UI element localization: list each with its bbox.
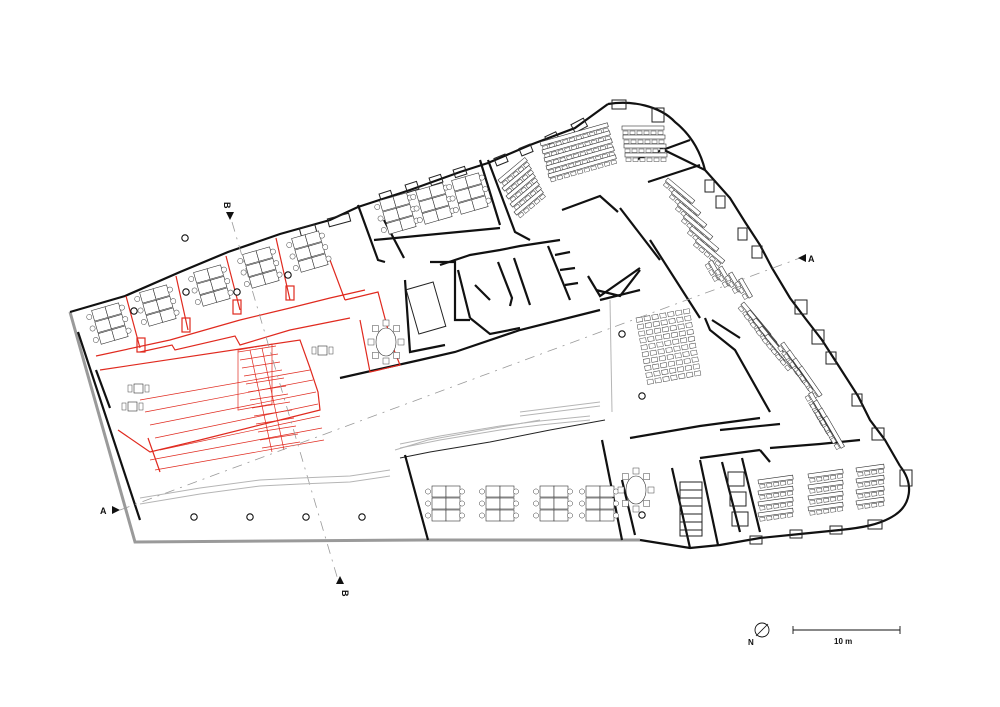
stairs [405,281,749,537]
seat-row [757,474,794,489]
lounge-table [127,383,150,394]
section-marker-a-right: A [798,254,815,264]
lounge-table [311,345,334,356]
meeting-table [367,319,405,365]
seat-row [686,225,720,255]
column [182,288,190,296]
chair-grid [635,308,702,385]
seat-row [734,277,753,300]
seat-row [497,157,530,187]
seat-row [757,496,794,511]
section-label-a-left: A [100,506,107,516]
seat-row [623,143,667,153]
lounge-table [121,401,144,412]
seat-row [624,152,668,162]
seat-row [855,496,885,510]
seat-row [621,125,665,135]
seat-row [807,468,844,483]
seat-row [543,138,613,167]
section-marker-a-left: A [100,506,120,516]
seat-row [807,490,844,505]
section-lines [119,221,801,581]
scale-bar-label: 10 m [834,637,852,646]
column [181,234,189,242]
column [638,392,646,400]
seat-row [807,501,844,516]
desk-cluster [237,246,283,289]
column [302,513,310,521]
desk-cluster [286,230,332,273]
seat-row [513,189,546,219]
desk-cluster [446,172,492,215]
seat-row [819,415,845,451]
desk-cluster [410,182,456,225]
seat-row [855,463,885,477]
column [190,513,198,521]
south-facade-elements [139,401,601,505]
column [358,513,366,521]
column [284,271,292,279]
structural-columns [130,234,646,521]
seat-row [622,134,666,144]
seat-row [547,154,617,183]
north-arrow: N [748,622,770,647]
section-label-a-right: A [808,254,815,264]
seat-row [704,259,723,282]
seat-row [855,474,885,488]
desk-cluster [86,302,132,345]
seat-row [757,485,794,500]
meeting-table [617,467,655,513]
section-label-b-bottom: B [340,590,350,597]
desk-cluster [188,264,234,307]
seat-row [855,485,885,499]
column [246,513,254,521]
scale-bar: 10 m [792,626,901,646]
desk-cluster [374,192,420,235]
section-marker-b-top: B [222,202,234,220]
desk-cluster [479,485,519,522]
building-outline [68,99,913,550]
desk-cluster [533,485,573,522]
seat-row [807,479,844,494]
seat-row [501,165,534,195]
section-marker-b-bottom: B [336,576,350,597]
furniture-layer [86,122,885,522]
seat-row [545,146,615,175]
red-seating-block [237,343,301,453]
section-label-b-top: B [222,202,232,209]
desk-cluster [134,284,180,327]
desk-cluster [579,485,619,522]
seat-row [509,181,542,211]
column [638,511,646,519]
interior-walls [76,138,861,549]
new-office-partitions [95,237,401,473]
column [618,330,626,338]
desk-cluster [425,485,465,522]
north-label: N [748,638,754,647]
seat-row [795,365,823,400]
column [130,307,138,315]
column [233,288,241,296]
seat-row [757,507,794,522]
